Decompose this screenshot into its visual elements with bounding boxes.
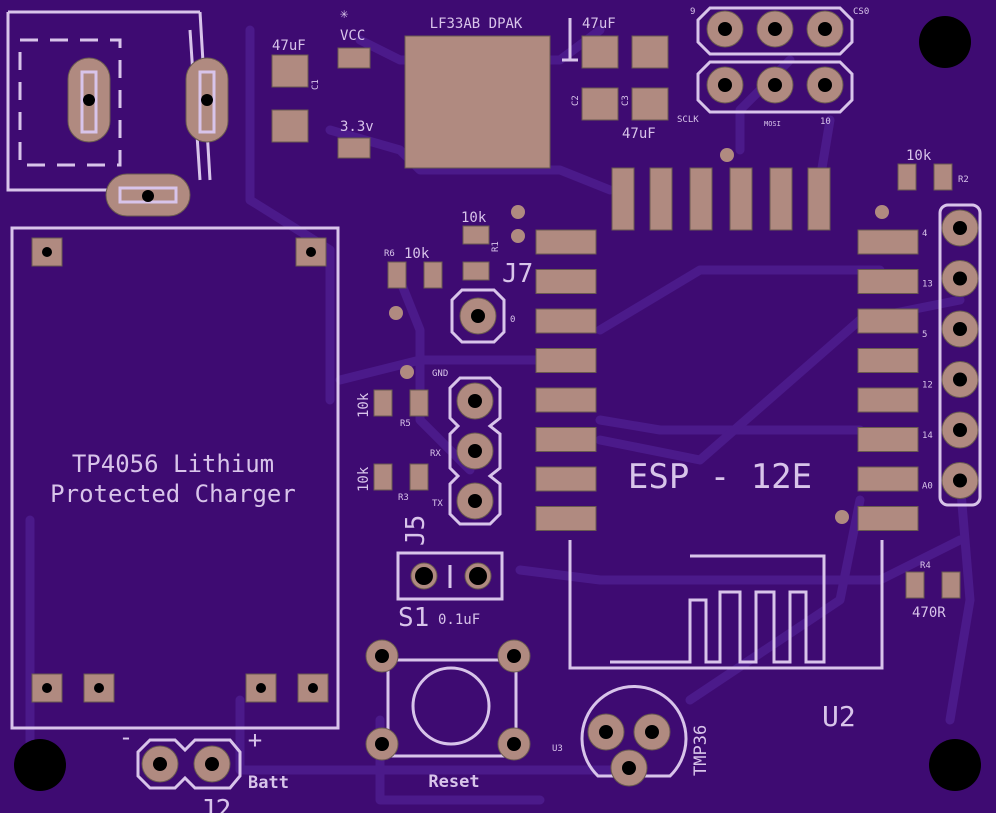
esp-right-pad — [857, 308, 919, 334]
spi-header: 9 CS0 SCLK MOSI 10 — [677, 6, 869, 128]
reset-label: Reset — [428, 772, 479, 792]
esp-right-pad — [857, 269, 919, 294]
cs0-label: CS0 — [853, 7, 869, 17]
gpio-pin-label: 12 — [922, 381, 933, 391]
r3-ref: R3 — [398, 493, 409, 503]
rx-label: RX — [430, 449, 441, 459]
r1-ref: R1 — [491, 241, 501, 252]
gpio-pin-hole — [953, 322, 967, 336]
vias — [389, 148, 889, 524]
voltage-regulator: LF33AB DPAK VCC 3.3v ✳ — [337, 6, 551, 169]
gpio-pin-label: 4 — [922, 229, 927, 239]
mounting-hole — [929, 739, 981, 791]
regulator-label: LF33AB DPAK — [430, 16, 523, 32]
r6-ref: R6 — [384, 249, 395, 259]
gpio-pin-label: 14 — [922, 431, 933, 441]
gpio-pin-label: 13 — [922, 280, 933, 290]
battery-label: Batt — [248, 773, 289, 793]
pin-9-label: 9 — [690, 7, 695, 17]
sclk-label: SCLK — [677, 115, 699, 125]
jumper-j7: J7 0 — [450, 259, 533, 344]
esp-left-pad — [535, 308, 597, 334]
capacitor-c2-c3: 47uF C2 C3 47uF — [562, 16, 669, 142]
esp-left-pad — [535, 269, 597, 294]
battery-connector-j2: Batt J2 — [136, 738, 289, 813]
capacitor-c1: 47uF C1 — [271, 38, 321, 143]
gpio-pin-label: A0 — [922, 482, 933, 492]
j7-pin-label: 0 — [510, 315, 515, 325]
dc-power-jack — [6, 10, 229, 217]
vcc-label: VCC — [340, 28, 365, 44]
resistor-r5: 10k R5 — [356, 389, 429, 429]
star-marker: ✳ — [340, 6, 349, 22]
gpio-pin-hole — [953, 372, 967, 387]
esp-left-pad — [535, 466, 597, 492]
esp-left-pad — [535, 229, 597, 255]
serial-header-j5: GND RX TX J5 — [401, 369, 502, 546]
esp-left-pad — [535, 427, 597, 452]
s1-footprint: S1 0.1uF — [396, 551, 504, 633]
u3-ref: U3 — [552, 744, 563, 754]
gnd-label: GND — [432, 369, 448, 379]
esp-right-pad — [857, 348, 919, 373]
esp-right-pad — [857, 466, 919, 492]
mounting-hole — [919, 16, 971, 68]
r5-ref: R5 — [400, 419, 411, 429]
gpio-pin-label: 5 — [922, 330, 927, 340]
charger-label-line2: Protected Charger — [50, 480, 296, 508]
battery-connector-ref: J2 — [200, 795, 231, 813]
mounting-hole — [14, 739, 66, 791]
mosi-label: MOSI — [764, 120, 781, 128]
esp-ref: U2 — [822, 700, 856, 733]
j5-ref: J5 — [401, 515, 431, 546]
gpio-pin-hole — [953, 221, 967, 235]
r1-value: 10k — [461, 210, 487, 226]
r2-value: 10k — [906, 148, 932, 164]
r6-value: 10k — [404, 246, 430, 262]
esp-right-pad — [857, 427, 919, 452]
3v3-label: 3.3v — [340, 119, 374, 135]
charger-label-line1: TP4056 Lithium — [72, 450, 274, 478]
battery-plus-label: + — [248, 726, 262, 754]
r2-ref: R2 — [958, 175, 969, 185]
pin-10-label: 10 — [820, 117, 831, 127]
c2-value: 47uF — [582, 16, 616, 32]
tx-label: TX — [432, 499, 443, 509]
c1-ref: C1 — [311, 79, 321, 90]
reset-button: Reset — [365, 639, 531, 792]
tmp36-sensor: U3 TMP36 — [552, 684, 711, 787]
esp-label: ESP - 12E — [628, 457, 812, 497]
j7-ref: J7 — [502, 259, 533, 289]
resistor-r6: 10k R6 — [384, 246, 443, 289]
esp-right-pad — [857, 229, 919, 255]
esp-left-pad — [535, 387, 597, 413]
gpio-pin-hole — [953, 423, 967, 437]
esp-left-pad — [535, 348, 597, 373]
esp-right-pad — [857, 506, 919, 531]
c2-ref: C2 — [571, 95, 581, 106]
r5-value: 10k — [356, 392, 372, 418]
r3-value: 10k — [356, 466, 372, 492]
c3-value: 47uF — [622, 126, 656, 142]
s1-ref: S1 — [398, 603, 429, 633]
c3-ref: C3 — [621, 95, 631, 106]
r4-ref: R4 — [920, 561, 931, 571]
resistor-r2: 10k R2 — [897, 148, 969, 191]
tmp36-label: TMP36 — [691, 725, 711, 776]
esp-right-pad — [857, 387, 919, 413]
tp4056-charger-module: TP4056 Lithium Protected Charger - + — [10, 226, 340, 754]
gpio-pin-hole — [953, 473, 967, 488]
battery-minus-label: - — [119, 723, 133, 751]
gpio-pin-hole — [953, 271, 967, 286]
resistor-r1: 10k R1 — [461, 210, 501, 281]
r4-value: 470R — [912, 605, 946, 621]
resistor-r4: R4 470R — [905, 561, 961, 621]
s1-value: 0.1uF — [438, 612, 480, 628]
esp-left-pad — [535, 506, 597, 531]
resistor-r3: 10k R3 — [356, 463, 429, 503]
esp-12e-module: ESP - 12E U2 — [535, 167, 919, 733]
c1-value: 47uF — [272, 38, 306, 54]
